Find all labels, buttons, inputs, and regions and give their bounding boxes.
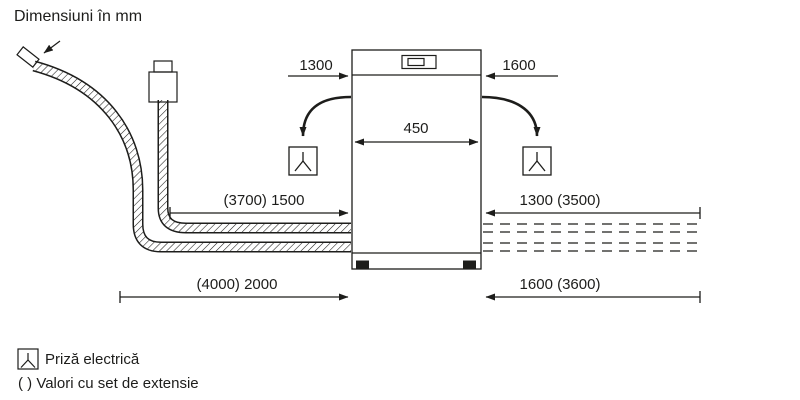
control-panel — [401, 54, 437, 70]
water-tap-connector — [148, 60, 178, 103]
dimension-cord-left: 1300 — [288, 57, 349, 80]
supply-right-label: 1300 (3500) — [520, 192, 601, 209]
supply-left-label: (3700) 1500 — [224, 192, 305, 209]
diagram-title: Dimensiuni în mm — [14, 8, 142, 25]
dimension-supply-left: (3700) 1500 — [169, 192, 349, 219]
dimension-supply-right: 1300 (3500) — [485, 192, 701, 219]
drain-left-label: (4000) 2000 — [197, 276, 278, 293]
appliance-foot-left — [356, 260, 369, 269]
hose-end-fitting — [16, 40, 61, 68]
legend-extension-note: ( ) Valori cu set de extensie — [18, 375, 199, 392]
supply-hose — [157, 100, 351, 234]
dimension-drain-left: (4000) 2000 — [119, 276, 349, 303]
appliance-outline — [351, 49, 482, 270]
power-cord-right — [481, 95, 541, 137]
width-label: 450 — [403, 120, 428, 137]
drain-right-label: 1600 (3600) — [520, 276, 601, 293]
extension-hoses-dashed — [483, 223, 704, 252]
cord-right-label: 1600 — [502, 57, 535, 74]
cord-left-label: 1300 — [299, 57, 332, 74]
socket-icon-left — [288, 146, 318, 176]
socket-icon-legend — [17, 348, 39, 370]
appliance-foot-right — [463, 260, 476, 269]
control-panel-display — [407, 57, 425, 67]
power-cord-left — [299, 95, 352, 137]
dimension-cord-right: 1600 — [485, 57, 558, 80]
dimension-drain-right: 1600 (3600) — [485, 276, 701, 303]
socket-icon-right — [522, 146, 552, 176]
hose-end-pointer-arrow — [43, 40, 61, 54]
legend-socket-label: Priză electrică — [45, 351, 140, 368]
dimension-width: 450 — [354, 120, 479, 146]
legend: Priză electrică ( ) Valori cu set de ext… — [17, 348, 199, 392]
drain-hose — [32, 60, 351, 253]
